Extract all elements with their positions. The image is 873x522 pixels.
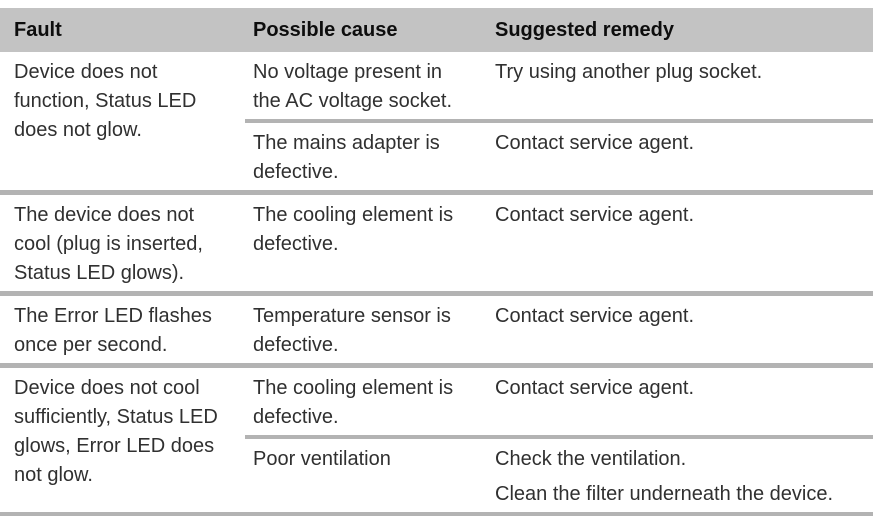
remedy-cell: Contact service agent.	[495, 123, 873, 190]
fault-cell: Device does not cool sufficiently, Statu…	[14, 377, 218, 486]
cause-remedy-group: The cooling element is defective. Contac…	[245, 368, 873, 512]
cause-remedy-group: No voltage present in the AC voltage soc…	[245, 52, 873, 190]
fault-cell: The device does not cool (plug is insert…	[14, 204, 203, 284]
remedy-cell: Check the ventilation. Clean the filter …	[495, 439, 873, 512]
table-row-device-not-cooling: The device does not cool (plug is insert…	[0, 190, 873, 291]
fault-cell: Device does not function, Status LED doe…	[14, 61, 197, 141]
cause-remedy-group: Temperature sensor is defective. Contact…	[245, 296, 873, 363]
cause-cell: Poor ventilation	[253, 448, 391, 470]
remedy-line: Contact service agent.	[495, 305, 694, 327]
table-row-device-not-functioning: Device does not function, Status LED doe…	[0, 52, 873, 190]
fault-cell: The Error LED flashes once per second.	[14, 305, 212, 356]
remedy-line: Try using another plug socket.	[495, 61, 763, 83]
remedy-line: Clean the filter underneath the device.	[495, 483, 833, 505]
cause-cell: The mains adapter is defective.	[253, 132, 440, 183]
remedy-cell: Contact service agent.	[495, 368, 873, 435]
cause-remedy-row: The cooling element is defective. Contac…	[245, 368, 873, 435]
column-header-possible-cause: Possible cause	[253, 18, 398, 41]
cause-remedy-row: Temperature sensor is defective. Contact…	[245, 296, 873, 363]
cause-remedy-row: No voltage present in the AC voltage soc…	[245, 52, 873, 119]
table-row-error-led-flashes: The Error LED flashes once per second. T…	[0, 291, 873, 363]
remedy-cell: Contact service agent.	[495, 296, 873, 363]
cause-remedy-group: The cooling element is defective. Contac…	[245, 195, 873, 291]
remedy-line: Check the ventilation.	[495, 448, 687, 470]
cause-remedy-row: The cooling element is defective. Contac…	[245, 195, 873, 291]
remedy-line: Contact service agent.	[495, 204, 694, 226]
table-header-row: Fault Possible cause Suggested remedy	[0, 8, 873, 52]
cause-cell: The cooling element is defective.	[253, 204, 454, 255]
cause-remedy-row: The mains adapter is defective. Contact …	[245, 119, 873, 190]
cause-cell: Temperature sensor is defective.	[253, 305, 451, 356]
table-row-insufficient-cooling: Device does not cool sufficiently, Statu…	[0, 363, 873, 512]
remedy-line: Contact service agent.	[495, 377, 694, 399]
cause-remedy-row: Poor ventilation Check the ventilation. …	[245, 435, 873, 512]
column-header-suggested-remedy: Suggested remedy	[495, 18, 674, 41]
cause-cell: No voltage present in the AC voltage soc…	[253, 61, 453, 112]
remedy-cell: Contact service agent.	[495, 195, 873, 291]
remedy-cell: Try using another plug socket.	[495, 52, 873, 119]
column-header-fault: Fault	[14, 18, 62, 41]
table-body: Device does not function, Status LED doe…	[0, 52, 873, 516]
remedy-line: Contact service agent.	[495, 132, 694, 154]
cause-cell: The cooling element is defective.	[253, 377, 454, 428]
